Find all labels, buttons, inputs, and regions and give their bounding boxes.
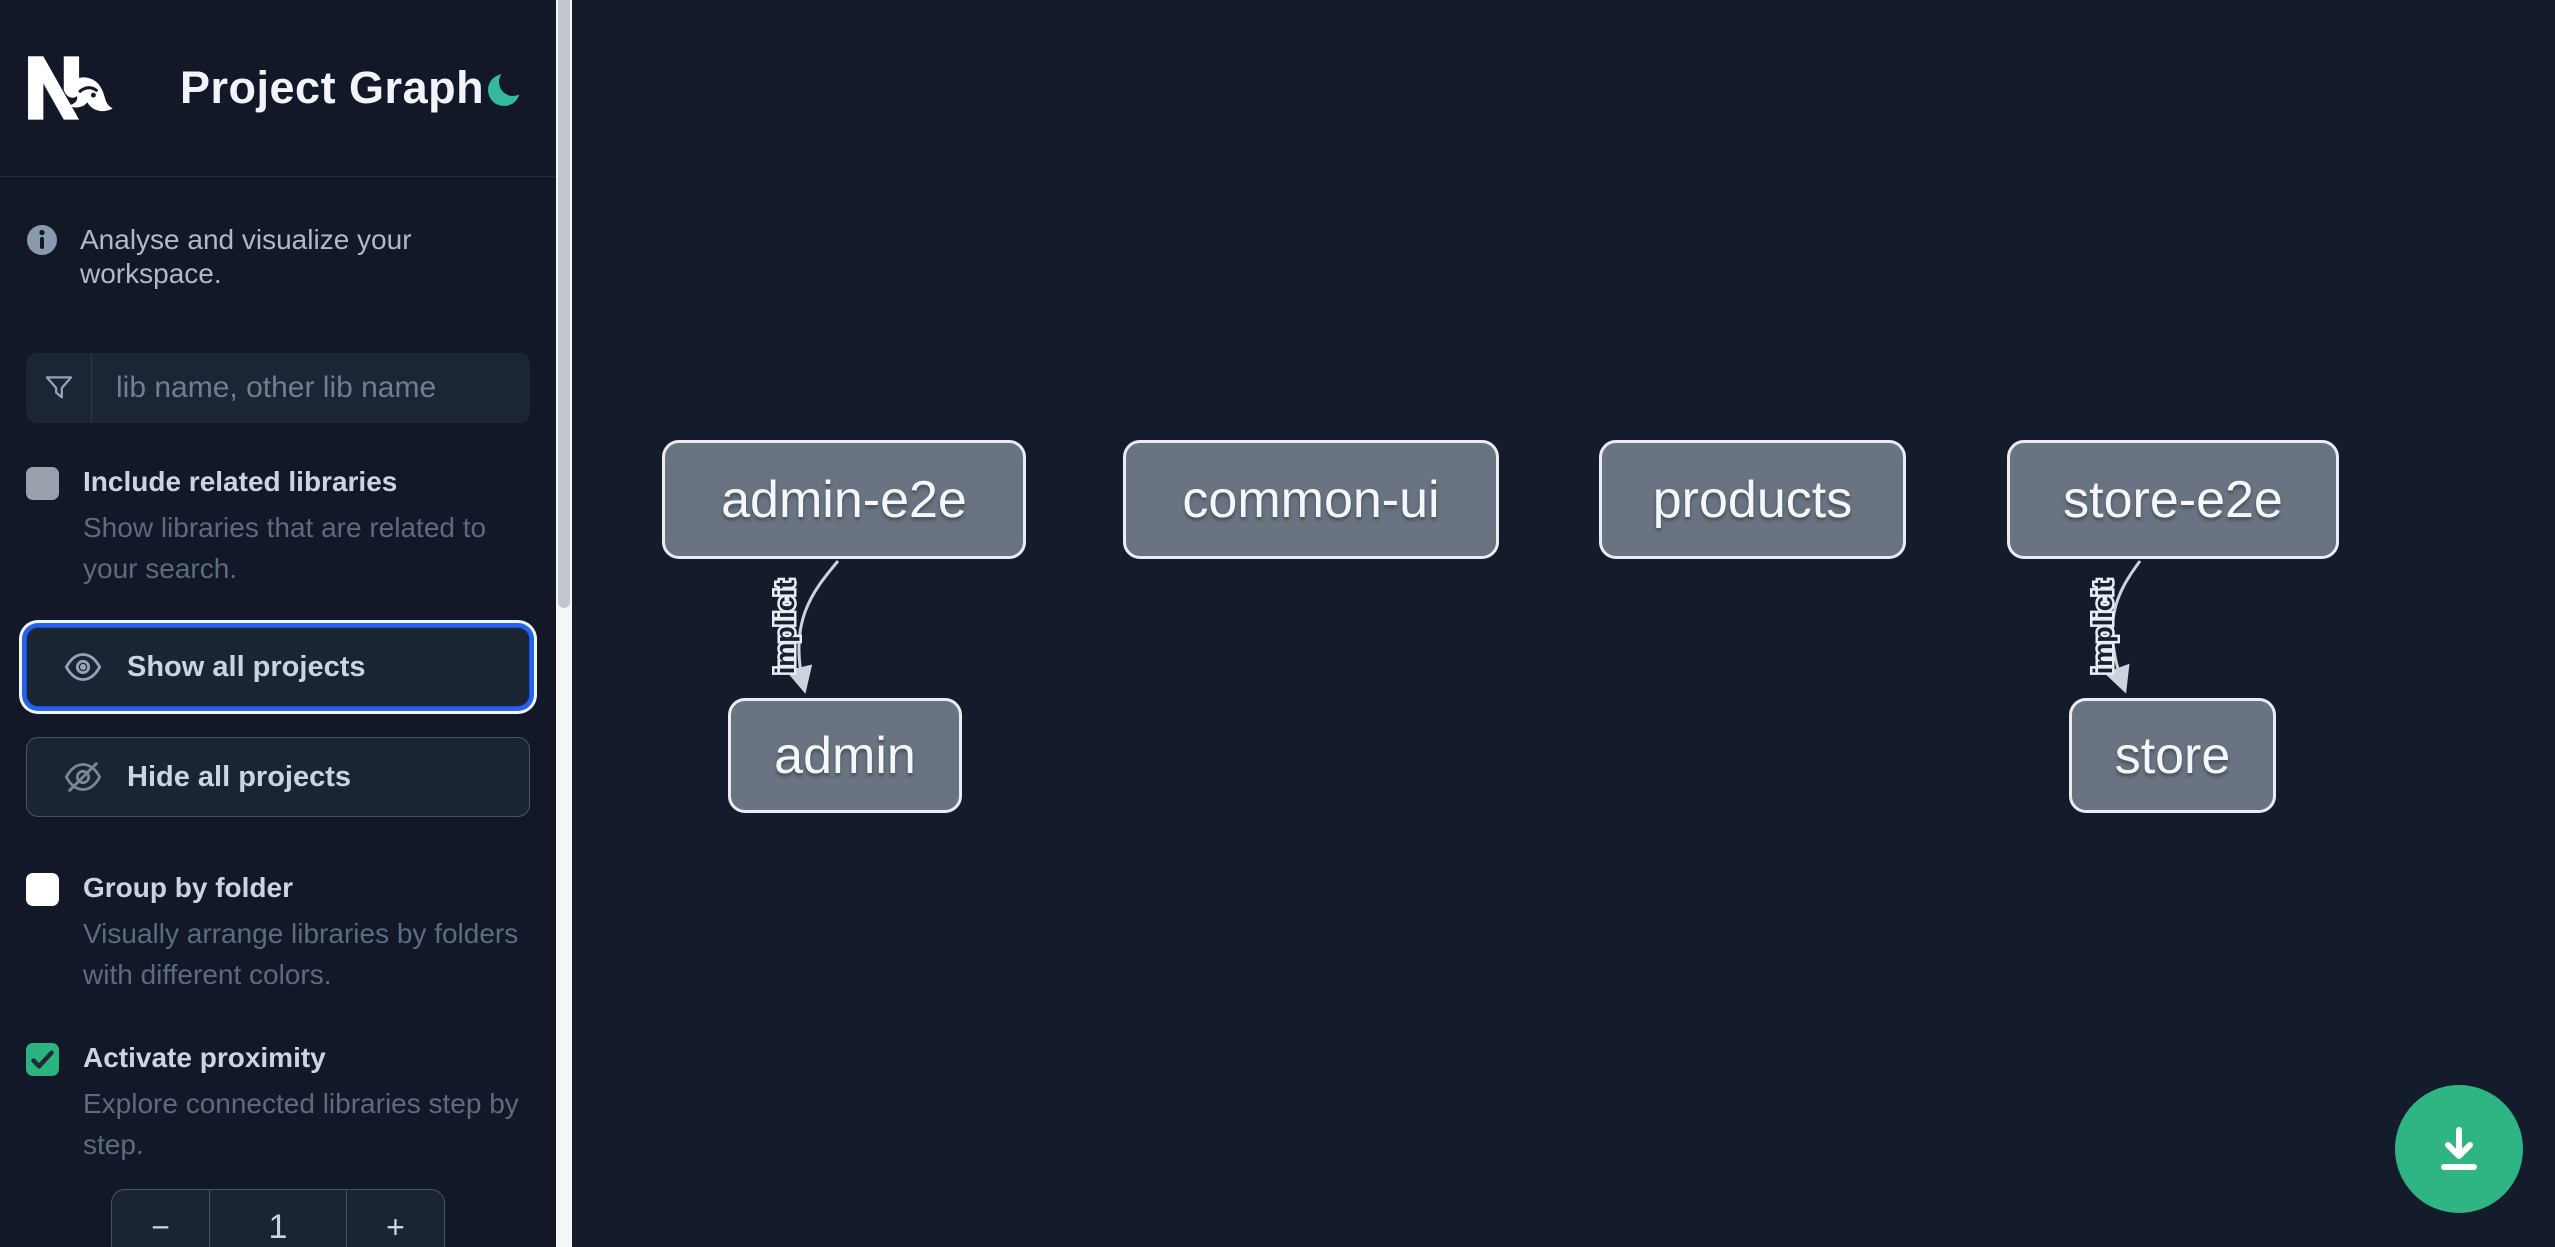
group-by-folder-label: Group by folder	[83, 872, 293, 903]
graph-node-store[interactable]: store	[2069, 698, 2276, 813]
graph-node-admin-e2e[interactable]: admin-e2e	[662, 440, 1026, 559]
download-icon	[2441, 1127, 2477, 1170]
proximity-depth-stepper: − 1 +	[111, 1189, 445, 1247]
sidebar: Project Graph Analyse and visualize your…	[0, 0, 556, 1247]
increment-button[interactable]: +	[345, 1190, 444, 1247]
include-related-row: Include related libraries Show libraries…	[26, 465, 530, 589]
activate-proximity-description: Explore connected libraries step by step…	[83, 1088, 519, 1160]
graph-node-common-ui[interactable]: common-ui	[1123, 440, 1499, 559]
download-image-button[interactable]	[2395, 1085, 2523, 1213]
show-all-projects-label: Show all projects	[127, 650, 366, 683]
hide-all-projects-button[interactable]: Hide all projects	[26, 737, 530, 817]
include-related-label: Include related libraries	[83, 466, 398, 497]
funnel-icon	[45, 376, 72, 399]
filter-input[interactable]	[92, 353, 530, 423]
sidebar-header: Project Graph	[0, 0, 556, 177]
graph-edges-layer: implicit implicit	[768, 560, 2142, 694]
proximity-depth-value: 1	[268, 1207, 288, 1246]
activate-proximity-row: Activate proximity Explore connected lib…	[26, 1041, 530, 1165]
edge-label-implicit: implicit	[2088, 580, 2118, 675]
graph-node-store-e2e[interactable]: store-e2e	[2007, 440, 2339, 559]
search-icon-cell	[26, 353, 92, 423]
sidebar-scrollbar-thumb[interactable]	[558, 0, 570, 608]
group-by-folder-checkbox[interactable]	[26, 873, 59, 906]
check-icon	[31, 1050, 54, 1069]
eye-off-icon	[64, 762, 102, 792]
info-icon	[27, 225, 57, 255]
nx-logo	[28, 56, 113, 120]
workspace-info-row: Analyse and visualize your workspace.	[26, 223, 530, 291]
group-by-folder-row: Group by folder Visually arrange librari…	[26, 871, 530, 995]
edge-store-e2e-to-store[interactable]: implicit	[2086, 560, 2142, 694]
sidebar-scrollbar-track	[556, 0, 572, 1247]
search-box	[26, 353, 530, 423]
include-related-checkbox[interactable]	[26, 467, 59, 500]
edge-label-implicit: implicit	[770, 580, 800, 675]
theme-toggle-button[interactable]	[484, 66, 528, 110]
hide-all-projects-label: Hide all projects	[127, 760, 352, 793]
page-title: Project Graph	[180, 62, 485, 113]
activate-proximity-checkbox[interactable]	[26, 1043, 59, 1076]
decrement-button[interactable]: −	[112, 1190, 211, 1247]
workspace-tagline: Analyse and visualize your workspace.	[80, 224, 412, 289]
group-by-folder-description: Visually arrange libraries by folders wi…	[83, 918, 519, 990]
moon-icon	[488, 68, 528, 106]
edge-admin-e2e-to-admin[interactable]: implicit	[768, 560, 840, 694]
sidebar-content: Analyse and visualize your workspace. In…	[0, 177, 556, 1247]
graph-node-admin[interactable]: admin	[728, 698, 962, 813]
show-all-projects-button[interactable]: Show all projects	[26, 627, 530, 707]
graph-node-products[interactable]: products	[1599, 440, 1906, 559]
eye-icon	[64, 653, 102, 681]
include-related-description: Show libraries that are related to your …	[83, 512, 487, 584]
graph-canvas[interactable]: implicit implicit admin-e2e common-ui pr…	[572, 0, 2555, 1247]
activate-proximity-label: Activate proximity	[83, 1042, 326, 1073]
